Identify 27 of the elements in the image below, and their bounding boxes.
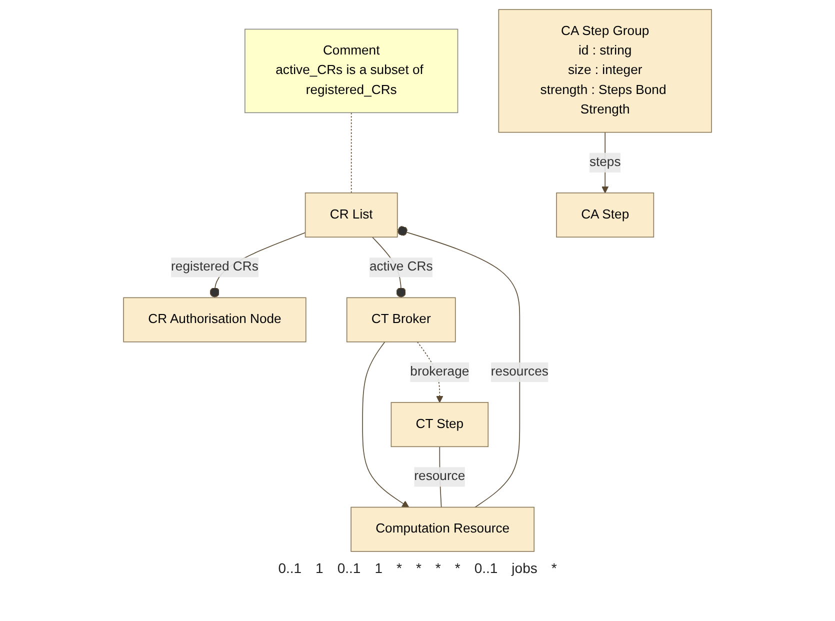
multiplicity-label: * (551, 560, 557, 576)
edge-label: steps (589, 154, 621, 169)
node-box: CT Step (390, 402, 488, 447)
multiplicity-label: jobs (512, 560, 538, 576)
node-box: CA Step Group id : string size : integer strength : Steps Bond Strength (498, 8, 712, 132)
multiplicity-label: 0..1 (474, 560, 498, 576)
edge-label: resources (490, 364, 548, 378)
arrow (362, 340, 410, 508)
multiplicity-label: * (416, 560, 422, 576)
multiplicity-label: 1 (316, 560, 324, 576)
multiplicity-label: * (454, 560, 460, 576)
edge-label: resource (414, 469, 466, 483)
multiplicity-label: * (396, 560, 402, 576)
connector (350, 112, 352, 193)
node-box: CA Step (556, 192, 654, 238)
multiplicity-label: 1 (374, 560, 382, 576)
node-box: CR Authorisation Node (123, 296, 306, 342)
multiplicity-label: 0..1 (337, 560, 361, 576)
node-box: CT Broker (346, 296, 456, 342)
node-box: Comment active_CRs is a subset of registered_CRs (244, 28, 458, 113)
node-box: Computation Resource (350, 506, 534, 552)
edge-label: registered CRs (171, 260, 258, 274)
node-box: CR List (304, 192, 398, 238)
multiplicity-label: 0..1 (278, 560, 302, 576)
edge-label: active CRs (369, 260, 433, 274)
edge-label: brokerage (410, 364, 470, 378)
multiplicity-label: * (435, 560, 441, 576)
